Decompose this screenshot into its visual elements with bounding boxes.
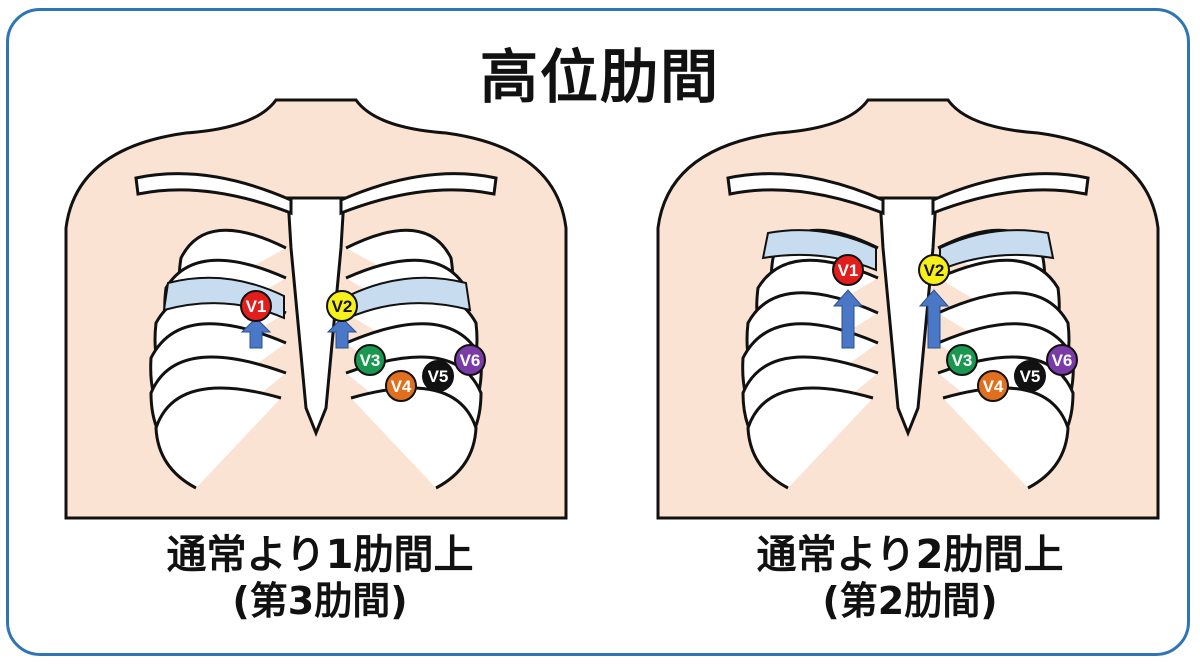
lead-v5-label: V5 — [1020, 367, 1041, 386]
lead-v4: V4 — [385, 370, 417, 402]
lead-v1: V1 — [832, 254, 864, 286]
chest-illustration: V1 V2 V3 V4 V5 V6 — [64, 98, 568, 520]
lead-v1-dot — [240, 290, 272, 322]
lead-v4-label: V4 — [983, 377, 1004, 396]
lead-markers: V1 V2 V3 V4 V5 V6 — [832, 254, 1078, 402]
lead-v3-dot — [354, 344, 386, 376]
lead-markers: V1 V2 V3 V4 V5 V6 — [240, 290, 486, 402]
lead-v2-dot — [918, 254, 950, 286]
outer-frame — [6, 8, 1190, 656]
arrow-up-v1 — [240, 317, 272, 349]
caption-left-line1: 通常より1肋間上 — [166, 532, 474, 578]
lead-v2-dot — [326, 290, 358, 322]
clavicle-right — [931, 172, 1090, 216]
arrow-up-v2 — [326, 317, 358, 349]
lead-v4: V4 — [977, 370, 1009, 402]
lead-v6-dot — [454, 344, 486, 376]
arrows — [832, 289, 950, 349]
lead-v2-label: V2 — [332, 297, 353, 316]
chest-illustration: V1 V2 V3 V4 V5 V6 — [656, 98, 1160, 520]
lead-v6-label: V6 — [460, 351, 481, 370]
lead-v1: V1 — [240, 290, 272, 322]
clavicle-left — [134, 172, 293, 216]
arrow-up-v2 — [918, 289, 950, 349]
clavicle-right — [339, 172, 498, 216]
caption-right-line1: 通常より2肋間上 — [756, 532, 1064, 578]
lead-v2-label: V2 — [924, 261, 945, 280]
lead-v3-label: V3 — [952, 351, 973, 370]
lead-v2: V2 — [918, 254, 950, 286]
lead-v5-dot — [422, 360, 454, 392]
chest-diagram-right: V1 V2 V3 V4 V5 V6 — [648, 88, 1168, 528]
lead-v2: V2 — [326, 290, 358, 322]
chest-diagram-left: V1 V2 V3 V4 V5 V6 — [56, 88, 576, 528]
page-title: 高位肋間 — [479, 43, 720, 111]
lead-v1-label: V1 — [246, 297, 267, 316]
lead-v6-dot — [1046, 344, 1078, 376]
lead-v3: V3 — [946, 344, 978, 376]
arrows — [240, 317, 358, 349]
lead-v6: V6 — [1046, 344, 1078, 376]
lead-v1-label: V1 — [838, 261, 859, 280]
lead-v5-label: V5 — [428, 367, 449, 386]
lead-v5: V5 — [422, 360, 454, 392]
intercostal-highlight-right — [347, 276, 472, 320]
caption-left-line2: (第3肋間) — [232, 579, 408, 624]
lead-v3-label: V3 — [360, 351, 381, 370]
lead-v5: V5 — [1014, 360, 1046, 392]
arrow-up-v1 — [832, 289, 864, 349]
lead-v4-dot — [385, 370, 417, 402]
clavicle-left — [726, 172, 885, 216]
caption-left: 通常より1肋間上 (第3肋間) — [40, 532, 600, 624]
lead-v4-dot — [977, 370, 1009, 402]
lead-v3: V3 — [354, 344, 386, 376]
caption-right-line2: (第2肋間) — [822, 579, 998, 624]
lead-v4-label: V4 — [391, 377, 412, 396]
lead-v6: V6 — [454, 344, 486, 376]
lead-v6-label: V6 — [1052, 351, 1073, 370]
intercostal-highlight-left — [162, 276, 285, 320]
ribs-right — [937, 228, 1075, 490]
caption-right: 通常より2肋間上 (第2肋間) — [630, 532, 1190, 624]
lead-v5-dot — [1014, 360, 1046, 392]
lead-v1-dot — [832, 254, 864, 286]
ribs-right — [345, 228, 483, 490]
lead-v3-dot — [946, 344, 978, 376]
intercostal-highlight-right — [939, 229, 1055, 272]
